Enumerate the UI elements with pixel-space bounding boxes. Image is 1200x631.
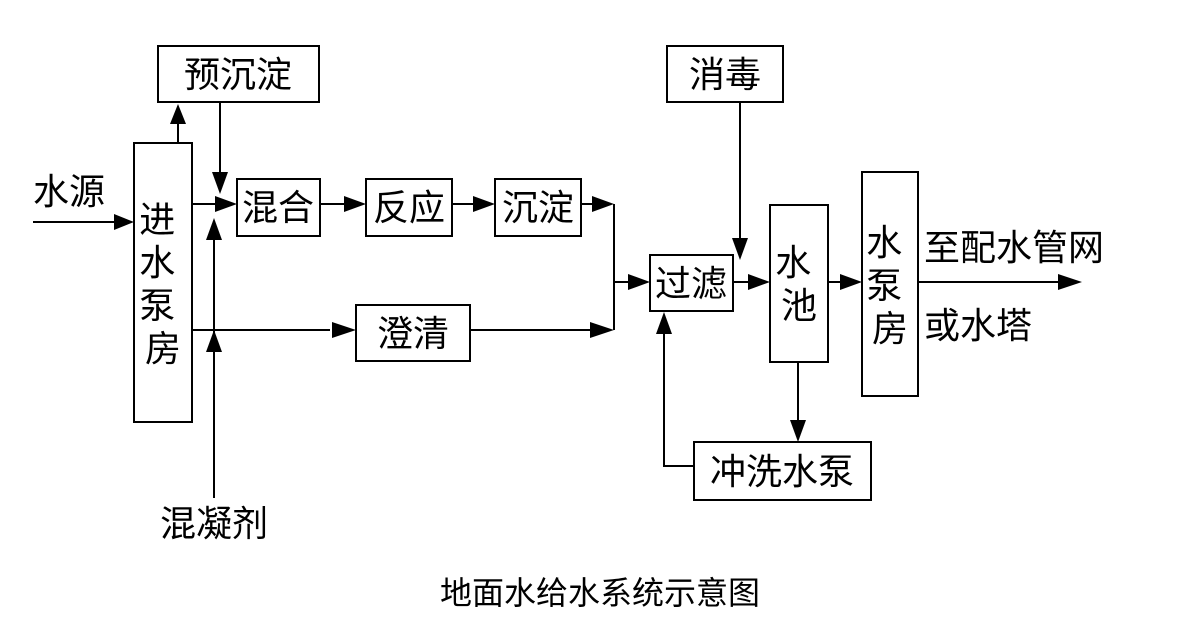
arrowhead	[628, 274, 650, 290]
vchar: 水	[139, 243, 175, 284]
diagram-caption: 地面水给水系统示意图	[440, 574, 760, 612]
vchar: 池	[781, 286, 817, 327]
arrowhead	[748, 274, 770, 290]
arrowhead	[592, 196, 614, 212]
arrowhead	[344, 196, 366, 212]
arrowhead	[1058, 274, 1082, 290]
label-intake-pump-house: 进 水 泵 房	[139, 200, 186, 370]
arrowhead	[114, 214, 134, 230]
box-pre-sedimentation	[157, 45, 320, 103]
arrowhead	[212, 172, 228, 194]
label-reaction: 反应	[373, 188, 445, 229]
box-sedimentation	[494, 178, 582, 237]
labels: 水源 预沉淀 进 水 泵 房 混合 反应 沉淀 澄清 过滤 消毒 水 池 冲洗水…	[33, 55, 1104, 612]
vchar: 泵	[866, 266, 902, 307]
box-filtration	[649, 254, 734, 312]
arrowhead	[206, 330, 222, 352]
arrowhead	[206, 218, 222, 240]
arrowhead	[590, 322, 614, 338]
label-mixing: 混合	[242, 188, 314, 229]
arrowhead	[790, 420, 806, 442]
arrowhead	[215, 196, 237, 212]
box-clarification	[355, 304, 471, 362]
box-output-pump-house	[861, 171, 919, 397]
arrowhead	[840, 274, 862, 290]
box-mixing	[236, 178, 321, 237]
arrowhead	[170, 104, 186, 124]
arrowhead	[656, 312, 672, 334]
label-reservoir: 水 池	[775, 243, 822, 327]
label-clarification: 澄清	[377, 314, 449, 355]
label-disinfection: 消毒	[689, 55, 761, 96]
label-backwash-pump: 冲洗水泵	[710, 452, 854, 493]
label-coagulant: 混凝剂	[160, 504, 268, 545]
arrowhead	[732, 238, 748, 260]
label-source: 水源	[33, 172, 105, 213]
box-backwash-pump	[693, 441, 872, 501]
vchar: 房	[872, 309, 908, 350]
arrowheads	[114, 104, 1082, 442]
vchar: 水	[775, 243, 811, 284]
vchar: 房	[145, 329, 181, 370]
vchar: 进	[139, 200, 175, 241]
box-reaction	[365, 178, 453, 237]
label-output-line2: 或水塔	[924, 306, 1032, 347]
box-intake-pump-house	[133, 142, 193, 423]
arrowhead	[473, 196, 495, 212]
line-backwash-return	[663, 328, 694, 467]
process-boxes	[133, 45, 919, 501]
vchar: 泵	[139, 286, 175, 327]
label-pre-sedimentation: 预沉淀	[184, 55, 292, 96]
box-reservoir	[769, 204, 829, 363]
vchar: 水	[866, 223, 902, 264]
label-output-line1: 至配水管网	[924, 228, 1104, 269]
box-disinfection	[666, 45, 784, 103]
arrowhead	[332, 322, 356, 338]
label-sedimentation: 沉淀	[502, 188, 574, 229]
label-output-pump-house: 水 泵 房	[866, 223, 913, 350]
label-filtration: 过滤	[655, 264, 727, 305]
